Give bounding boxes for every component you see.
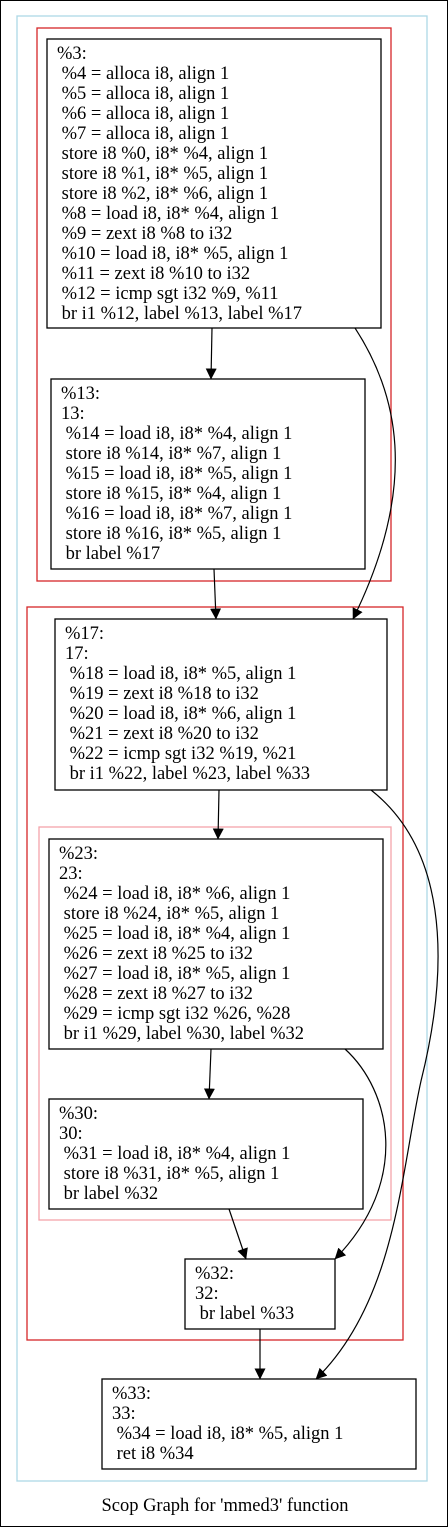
node-line: store i8 %1, i8* %5, align 1	[57, 164, 268, 184]
node-line: %9 = zext i8 %8 to i32	[57, 224, 232, 244]
edge-bb13-to-bb17	[210, 568, 222, 620]
node-line: %24 = load i8, i8* %6, align 1	[59, 884, 290, 904]
node-line: 13:	[61, 404, 85, 424]
node-box	[101, 1378, 417, 1470]
node-line: 30:	[59, 1124, 83, 1144]
node-line: %6 = alloca i8, align 1	[57, 104, 229, 124]
node-bb13: %13:13: %14 = load i8, i8* %4, align 1 s…	[50, 378, 366, 570]
node-line: %28 = zext i8 %27 to i32	[59, 984, 253, 1004]
node-line: 32:	[195, 1284, 219, 1304]
node-line: %13:	[61, 384, 100, 404]
node-box	[184, 1258, 336, 1330]
node-box	[46, 38, 382, 329]
node-bb3: %3: %4 = alloca i8, align 1 %5 = alloca …	[46, 38, 382, 329]
node-line: %5 = alloca i8, align 1	[57, 84, 229, 104]
node-line: %4 = alloca i8, align 1	[57, 64, 229, 84]
node-line: %30:	[59, 1104, 98, 1124]
node-line: store i8 %15, i8* %4, align 1	[61, 484, 281, 504]
node-line: %23:	[59, 844, 98, 864]
node-line: %31 = load i8, i8* %4, align 1	[59, 1144, 290, 1164]
edge-bb17-to-bb33	[315, 789, 439, 1380]
node-line: store i8 %16, i8* %5, align 1	[61, 524, 281, 544]
node-line: %21 = zext i8 %20 to i32	[65, 724, 259, 744]
cluster-outer	[16, 15, 428, 1482]
node-line: %12 = icmp sgt i32 %9, %11	[57, 284, 278, 304]
node-box	[50, 378, 366, 570]
node-line: br label %33	[195, 1304, 294, 1324]
node-bb32: %32:32: br label %33	[184, 1258, 336, 1330]
node-box	[54, 618, 388, 791]
node-line: ret i8 %34	[112, 1444, 194, 1464]
node-line: br label %17	[61, 544, 160, 564]
edge-bb23-to-bb30	[203, 1048, 215, 1100]
node-box	[48, 1098, 364, 1210]
node-line: %34 = load i8, i8* %5, align 1	[112, 1424, 343, 1444]
node-line: %32:	[195, 1264, 234, 1284]
node-line: 33:	[112, 1404, 136, 1424]
node-line: store i8 %0, i8* %4, align 1	[57, 144, 268, 164]
node-line: %20 = load i8, i8* %6, align 1	[65, 704, 296, 724]
node-line: store i8 %14, i8* %7, align 1	[61, 444, 281, 464]
edge-bb3-to-bb17	[352, 327, 396, 620]
node-line: br label %32	[59, 1184, 158, 1204]
node-line: 17:	[65, 644, 89, 664]
node-line: br i1 %12, label %13, label %17	[57, 304, 302, 324]
node-line: %29 = icmp sgt i32 %26, %28	[59, 1004, 290, 1024]
node-line: %14 = load i8, i8* %4, align 1	[61, 424, 292, 444]
edge-bb30-to-bb32	[228, 1208, 248, 1260]
cluster-region-23-30	[38, 826, 392, 1221]
node-bb23: %23:23: %24 = load i8, i8* %6, align 1 s…	[48, 838, 384, 1050]
node-line: %17:	[65, 624, 104, 644]
node-line: %3:	[57, 44, 87, 64]
edge-bb3-to-bb13	[205, 327, 217, 380]
node-line: %26 = zext i8 %25 to i32	[59, 944, 253, 964]
node-line: br i1 %29, label %30, label %32	[59, 1024, 304, 1044]
node-line: store i8 %2, i8* %6, align 1	[57, 184, 268, 204]
node-bb33: %33:33: %34 = load i8, i8* %5, align 1 r…	[101, 1378, 417, 1470]
edge-bb17-to-bb23	[212, 789, 224, 840]
node-line: %27 = load i8, i8* %5, align 1	[59, 964, 290, 984]
node-line: %8 = load i8, i8* %4, align 1	[57, 204, 279, 224]
node-line: %15 = load i8, i8* %5, align 1	[61, 464, 292, 484]
node-line: %19 = zext i8 %18 to i32	[65, 684, 259, 704]
graph-caption: Scop Graph for 'mmed3' function	[101, 1496, 348, 1516]
node-line: %25 = load i8, i8* %4, align 1	[59, 924, 290, 944]
node-line: 23:	[59, 864, 83, 884]
node-line: store i8 %24, i8* %5, align 1	[59, 904, 279, 924]
node-box	[48, 838, 384, 1050]
node-line: store i8 %31, i8* %5, align 1	[59, 1164, 279, 1184]
node-bb30: %30:30: %31 = load i8, i8* %4, align 1 s…	[48, 1098, 364, 1210]
node-line: %7 = alloca i8, align 1	[57, 124, 229, 144]
node-line: %22 = icmp sgt i32 %19, %21	[65, 744, 296, 764]
edge-bb23-to-bb32	[334, 1048, 387, 1260]
node-line: %33:	[112, 1384, 151, 1404]
node-line: %10 = load i8, i8* %5, align 1	[57, 244, 288, 264]
node-line: %11 = zext i8 %10 to i32	[57, 264, 250, 284]
node-bb17: %17:17: %18 = load i8, i8* %5, align 1 %…	[54, 618, 388, 791]
node-line: %18 = load i8, i8* %5, align 1	[65, 664, 296, 684]
node-line: %16 = load i8, i8* %7, align 1	[61, 504, 292, 524]
node-line: br i1 %22, label %23, label %33	[65, 764, 310, 784]
